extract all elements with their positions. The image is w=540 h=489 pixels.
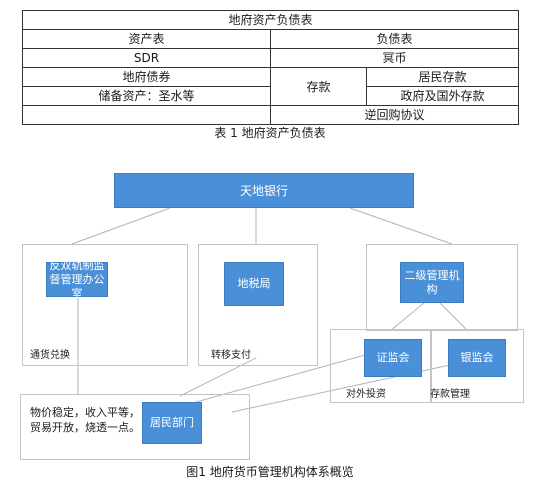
- node-banking-commission: 银监会: [448, 339, 506, 377]
- cell-reverse-repo: 逆回购协议: [269, 105, 520, 125]
- node-label: 银监会: [460, 351, 494, 364]
- node-label: 反双轨制监督管理办公室: [49, 258, 105, 300]
- policy-note: 物价稳定，收入平等， 贸易开放，烧透一点。: [30, 405, 140, 435]
- node-tiandi-bank: 天地银行: [114, 173, 414, 208]
- node-securities-commission: 证监会: [364, 339, 422, 377]
- connector-line: [179, 357, 257, 397]
- cell-mingbi: 冥币: [269, 48, 520, 68]
- connector-line: [71, 207, 171, 245]
- node-label: 证监会: [376, 351, 410, 364]
- node-label: 天地银行: [239, 183, 288, 198]
- frame-foreign-investment: [330, 329, 432, 403]
- connector-line: [389, 302, 425, 332]
- frame-currency-exchange: [22, 244, 188, 366]
- frame-label-transfer-payment: 转移支付: [211, 350, 251, 361]
- table-row: 储备资产：圣水等 政府及国外存款: [22, 86, 520, 106]
- node-residents-dept: 居民部门: [142, 402, 202, 444]
- node-label: 居民部门: [150, 416, 194, 429]
- table-row: 逆回购协议: [22, 105, 520, 125]
- connector-line: [349, 207, 453, 245]
- figure-caption: 图1 地府货币管理机构体系概览: [186, 465, 354, 479]
- connector-line: [439, 302, 469, 332]
- frame-transfer-payment: [198, 244, 318, 366]
- node-tax-bureau: 地税局: [224, 262, 284, 306]
- frame-label-currency-exchange: 通货兑换: [30, 350, 70, 361]
- node-label: 地税局: [237, 277, 271, 290]
- node-anti-double-supervision: 反双轨制监督管理办公室: [46, 259, 108, 300]
- balance-sheet-table: 地府资产负债表 资产表 负债表 SDR 冥币 地府债券 存款 居民存款 储备资产…: [21, 10, 520, 125]
- cell-gov-foreign-deposits: 政府及国外存款: [365, 86, 520, 106]
- table-row: SDR 冥币: [22, 48, 520, 68]
- policy-note-line: 贸易开放，烧透一点。: [30, 421, 140, 434]
- node-secondary-agency: 二级管理机构: [400, 262, 464, 303]
- policy-note-line: 物价稳定，收入平等，: [30, 406, 140, 419]
- frame-secondary-agency: [366, 244, 518, 331]
- frame-residents: [20, 394, 250, 460]
- node-label: 二级管理机构: [404, 268, 460, 296]
- frame-label-foreign-investment: 对外投资: [346, 389, 386, 400]
- table-caption: 表 1 地府资产负债表: [214, 126, 326, 140]
- frame-label-deposit-management: 存款管理: [430, 389, 470, 400]
- frame-deposit-management: [430, 329, 524, 403]
